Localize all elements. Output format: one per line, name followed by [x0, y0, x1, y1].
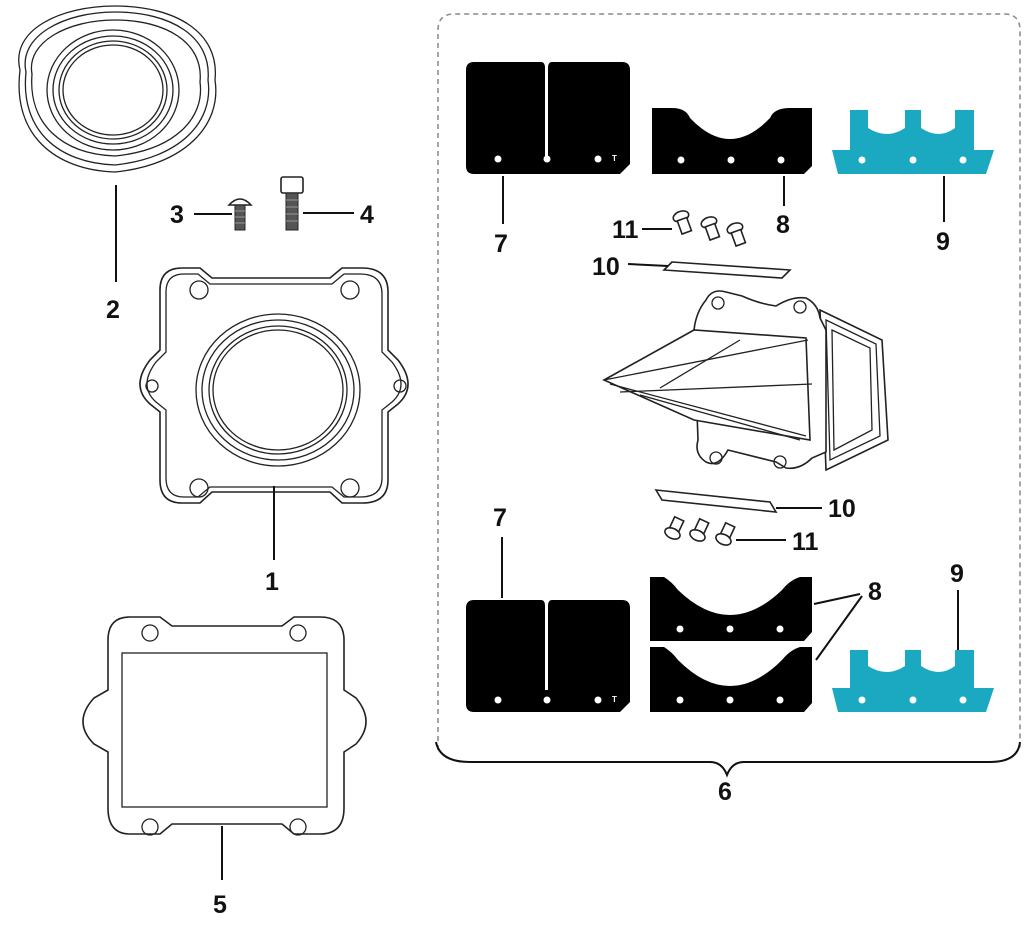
- reed-kit-bracket: [437, 13, 1021, 750]
- callout-5: 5: [213, 891, 227, 919]
- callout-9-bottom: 9: [950, 560, 964, 588]
- callout-11-bottom: 11: [792, 528, 819, 556]
- callout-7-bottom: 7: [493, 504, 507, 532]
- reed-cage-body: [602, 290, 889, 472]
- reed-mark-top: T: [612, 154, 617, 163]
- part-3-button-head-screw: [227, 198, 253, 231]
- reed-mark-bottom: T: [612, 695, 617, 704]
- callout-9-top: 9: [936, 228, 950, 256]
- leader-line-10-top: [627, 263, 669, 267]
- leader-line-8-bottom: [813, 593, 863, 661]
- callout-10-top: 10: [592, 253, 620, 281]
- callout-4: 4: [360, 201, 374, 229]
- part-8-stopper-plate-top: [652, 108, 812, 174]
- part-9-stopper-top: [832, 110, 994, 174]
- part-5-gasket: [82, 616, 367, 836]
- part-8-stopper-plates-bottom: [650, 577, 812, 712]
- part-7-reed-petals-bottom: T: [466, 600, 630, 712]
- part-11-screws-bottom: [664, 515, 736, 546]
- reed-kit-brace: [435, 741, 1021, 778]
- part-11-screws-top: [672, 210, 747, 248]
- callout-2: 2: [106, 296, 120, 324]
- part-7-reed-petals-top: T: [466, 62, 630, 174]
- part-10-shim-top: [662, 261, 792, 279]
- callout-8-bottom: 8: [868, 578, 882, 606]
- callout-11-top: 11: [612, 216, 639, 244]
- callout-6: 6: [718, 778, 732, 806]
- callout-1: 1: [265, 568, 279, 596]
- callout-8-top: 8: [776, 211, 790, 239]
- callout-3: 3: [170, 201, 184, 229]
- part-1-adapter-flange: [139, 267, 409, 504]
- part-4-socket-head-screw: [280, 176, 304, 231]
- part-10-shim-bottom: [654, 489, 778, 513]
- callout-7-top: 7: [494, 230, 508, 258]
- part-9-stopper-bottom: [832, 650, 994, 712]
- part-2-intake-boot: [18, 5, 217, 173]
- callout-10-bottom: 10: [828, 495, 856, 523]
